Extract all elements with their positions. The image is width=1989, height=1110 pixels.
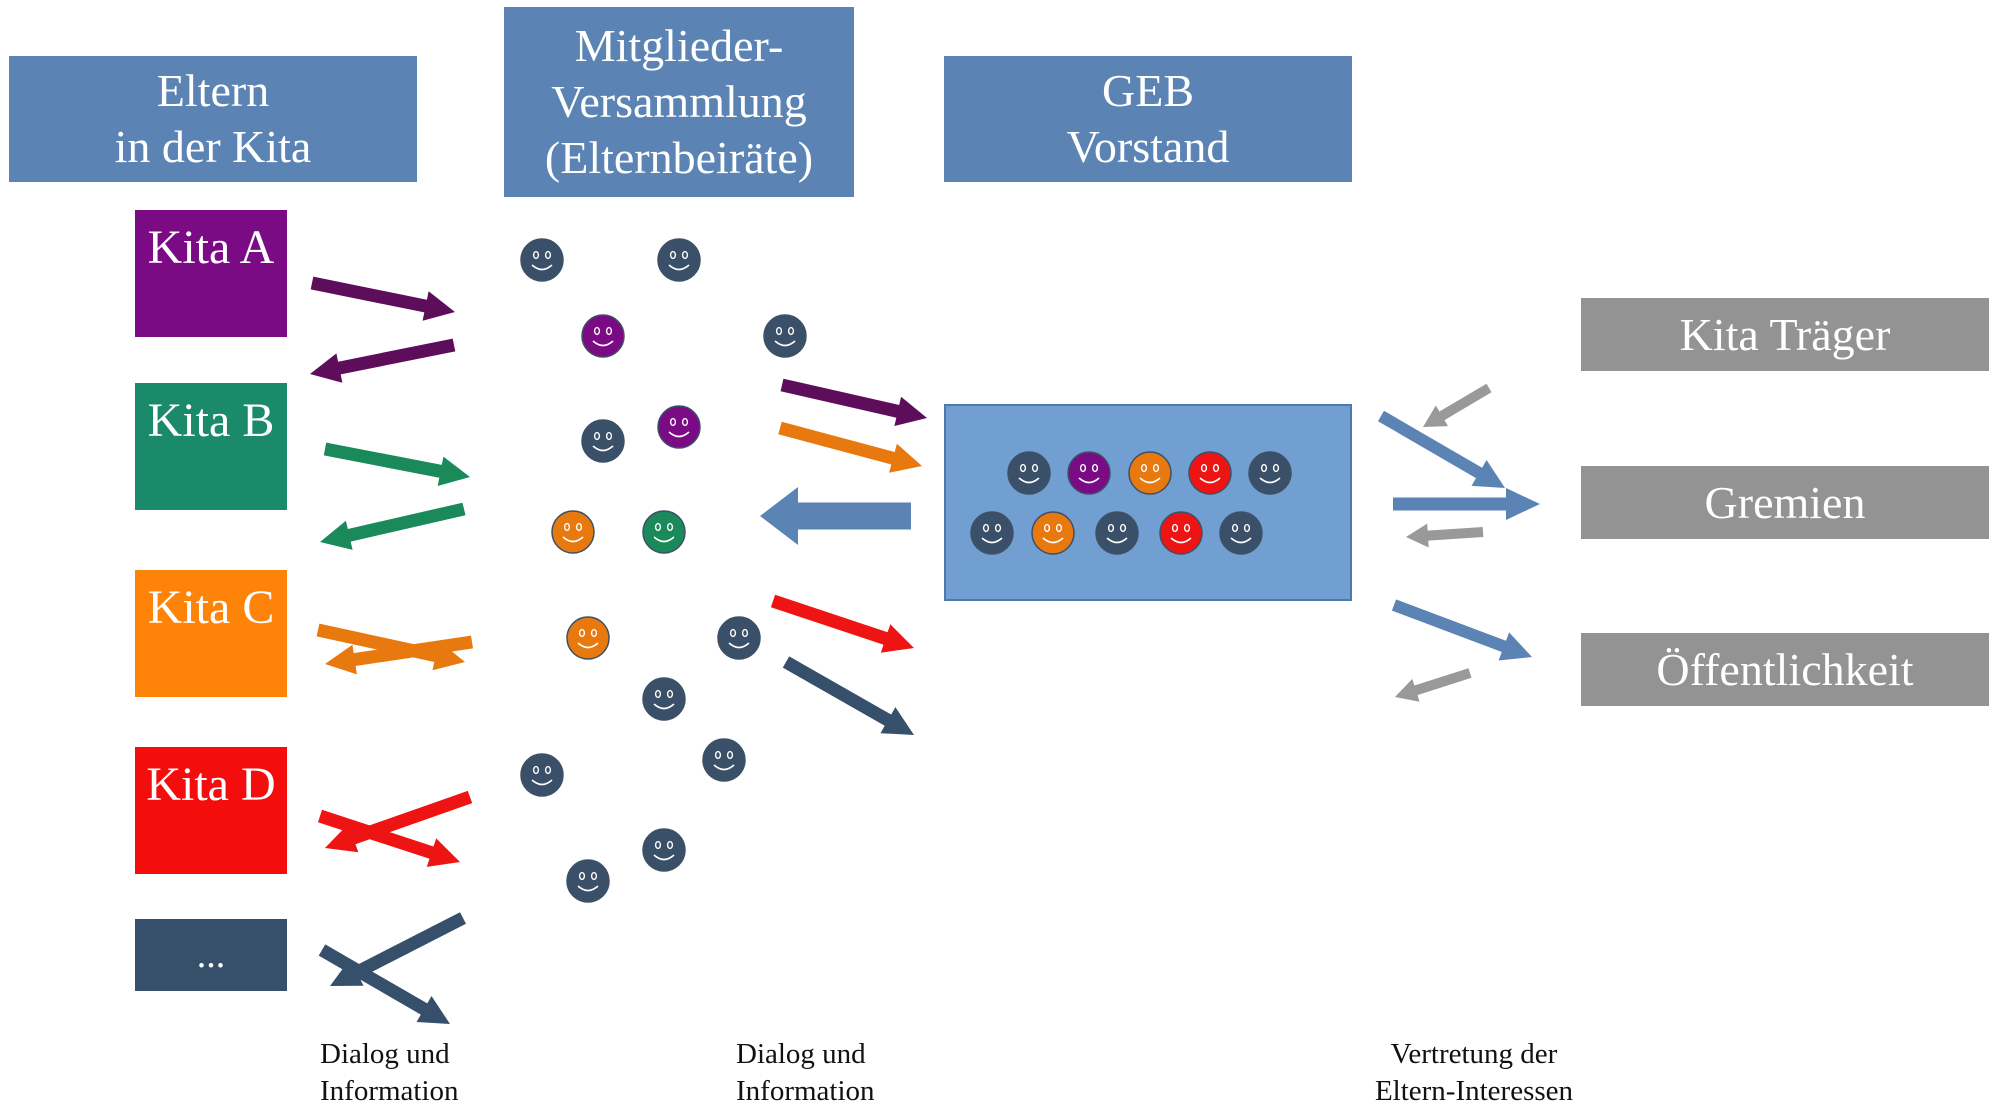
assembly-smiley-11: [642, 677, 686, 721]
arrow-assembly-to-geb-purple: [780, 378, 927, 426]
kita-c-box: Kita C: [135, 570, 287, 697]
geb-board-box: [944, 404, 1352, 601]
kita-a-box: Kita A: [135, 210, 287, 337]
caption-left-line1: Dialog und: [320, 1038, 450, 1070]
assembly-smiley-6: [657, 405, 701, 449]
arrow-geb-to-oeffentlichkeit: [1391, 599, 1532, 661]
target-kita-traeger: Kita Träger: [1581, 298, 1989, 371]
header-mitglieder-line3: (Elternbeiräte): [544, 132, 814, 183]
assembly-smiley-9: [566, 616, 610, 660]
geb-smiley-1: [1007, 451, 1051, 495]
header-mitglieder-line2: Versammlung: [551, 76, 807, 127]
kita-more-label: ...: [196, 934, 226, 976]
assembly-smiley-1: [520, 238, 564, 282]
geb-smiley-8: [1095, 511, 1139, 555]
arrow-assembly-to-kita-d: [325, 790, 473, 853]
arrow-gremien-to-geb: [1406, 523, 1484, 548]
geb-smiley-7: [1031, 511, 1075, 555]
caption-right-line1: Vertretung der: [1390, 1038, 1558, 1070]
geb-smiley-3: [1128, 451, 1172, 495]
kita-a-label: Kita A: [147, 221, 275, 274]
arrow-assembly-to-geb-navy: [782, 656, 914, 735]
arrow-assembly-to-kita-a: [310, 338, 456, 383]
assembly-smiley-4: [763, 314, 807, 358]
geb-smiley-2: [1067, 451, 1111, 495]
arrow-assembly-to-kita-more: [330, 912, 466, 986]
assembly-smiley-5: [581, 419, 625, 463]
arrow-kita-d-to-assembly: [318, 809, 460, 867]
caption-right-line2: Eltern-Interessen: [1374, 1075, 1574, 1107]
assembly-smiley-2: [657, 238, 701, 282]
caption-left: Dialog und Information: [320, 1036, 459, 1110]
assembly-smiley-14: [642, 828, 686, 872]
kita-c-label: Kita C: [147, 581, 275, 634]
arrow-assembly-to-kita-b: [320, 502, 466, 550]
target-gremien-label: Gremien: [1704, 477, 1866, 528]
target-gremien: Gremien: [1581, 466, 1989, 539]
assembly-smiley-7: [551, 510, 595, 554]
caption-right: Vertretung der Eltern-Interessen: [1364, 1036, 1584, 1110]
arrow-geb-to-kita-traeger: [1378, 410, 1505, 488]
assembly-smiley-13: [520, 753, 564, 797]
target-kita-traeger-label: Kita Träger: [1679, 309, 1891, 360]
kita-more-box: ...: [135, 919, 287, 991]
header-eltern-line2: in der Kita: [114, 121, 312, 172]
arrow-kita-c-to-assembly: [316, 623, 465, 671]
header-eltern: Eltern in der Kita: [9, 56, 417, 182]
header-mitglieder: Mitglieder- Versammlung (Elternbeiräte): [504, 7, 854, 197]
arrow-oeffentlichkeit-to-geb: [1395, 668, 1472, 702]
kita-d-label: Kita D: [146, 758, 276, 811]
arrow-geb-to-gremien: [1393, 488, 1540, 520]
header-geb-line2: Vorstand: [1066, 121, 1230, 172]
geb-smiley-5: [1248, 451, 1292, 495]
arrow-assembly-to-geb-orange: [778, 421, 922, 473]
geb-smiley-10: [1219, 511, 1263, 555]
geb-smiley-9: [1159, 511, 1203, 555]
caption-middle-line2: Information: [736, 1075, 875, 1107]
caption-middle-line1: Dialog und: [736, 1038, 866, 1070]
arrow-kita-traeger-to-geb: [1423, 383, 1492, 427]
kita-b-label: Kita B: [147, 394, 275, 447]
geb-smiley-6: [970, 511, 1014, 555]
assembly-smiley-12: [702, 738, 746, 782]
arrow-geb-to-assembly: [760, 487, 911, 545]
target-oeffentlichkeit-label: Öffentlichkeit: [1656, 644, 1914, 695]
geb-smiley-4: [1188, 451, 1232, 495]
caption-left-line2: Information: [320, 1075, 459, 1107]
assembly-smiley-3: [581, 314, 625, 358]
caption-middle: Dialog und Information: [736, 1036, 875, 1110]
arrow-assembly-to-geb-red: [770, 594, 914, 653]
assembly-smiley-15: [566, 859, 610, 903]
header-mitglieder-line1: Mitglieder-: [574, 20, 784, 71]
target-oeffentlichkeit: Öffentlichkeit: [1581, 633, 1989, 706]
header-geb: GEB Vorstand: [944, 56, 1352, 182]
assembly-smiley-8: [642, 510, 686, 554]
arrow-assembly-to-kita-c: [325, 635, 473, 675]
header-geb-line1: GEB: [1102, 65, 1194, 116]
arrow-kita-a-to-assembly: [310, 276, 455, 321]
arrow-kita-b-to-assembly: [323, 442, 470, 486]
header-eltern-line1: Eltern: [156, 65, 270, 116]
kita-b-box: Kita B: [135, 383, 287, 510]
assembly-smiley-10: [717, 616, 761, 660]
kita-d-box: Kita D: [135, 747, 287, 874]
